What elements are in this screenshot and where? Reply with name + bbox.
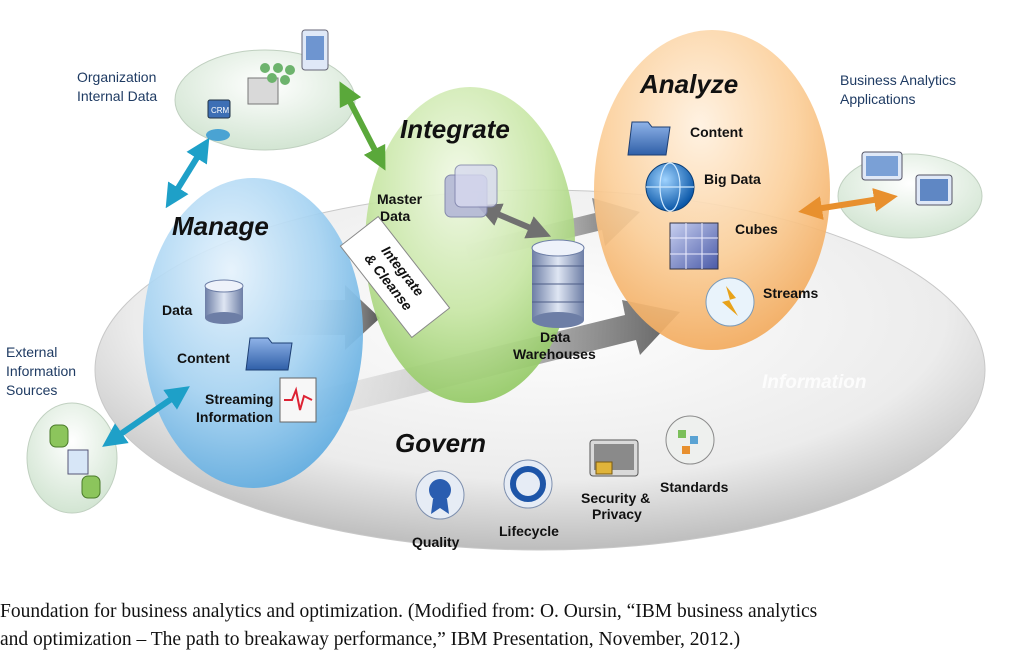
analyze-streams-item: Streams (705, 277, 818, 327)
caption-line-1: Foundation for business analytics and op… (0, 601, 818, 622)
svg-text:Sources: Sources (6, 382, 57, 398)
svg-text:Information: Information (196, 409, 273, 425)
svg-text:Warehouses: Warehouses (513, 346, 596, 362)
analyze-big-data-item: Big Data (645, 162, 761, 212)
svg-text:Quality: Quality (412, 534, 460, 550)
analyze-bubble (594, 30, 830, 350)
integrate-title: Integrate (400, 114, 510, 144)
analyze-content-item: Content (627, 121, 743, 156)
svg-text:Information: Information (6, 363, 76, 379)
manage-streaming-item: Streaming Information (196, 377, 317, 425)
org-to-manage-arrow[interactable] (165, 137, 210, 209)
govern-lifecycle-item: Lifecycle (499, 459, 559, 539)
org-to-integrate-arrow[interactable] (339, 81, 386, 171)
svg-text:Streams: Streams (763, 285, 818, 301)
manage-data-item: Data (162, 279, 244, 324)
organization-internal-data-node: CRM (174, 29, 356, 151)
govern-quality-item: Quality (412, 470, 465, 550)
integrate-warehouse-item: Data Warehouses (513, 239, 596, 362)
information-watermark: Information (762, 372, 867, 393)
svg-text:Lifecycle: Lifecycle (499, 523, 559, 539)
external-to-manage-arrow[interactable] (102, 386, 190, 447)
svg-text:Cubes: Cubes (735, 221, 778, 237)
svg-text:Master: Master (377, 191, 423, 207)
svg-text:Streaming: Streaming (205, 391, 273, 407)
analyze-title: Analyze (639, 69, 738, 99)
organization-internal-data-label: Organization Internal Data (77, 69, 157, 104)
caption-line-2: and optimization – The path to breakaway… (0, 629, 741, 650)
master-to-warehouse-arrow[interactable] (476, 203, 552, 239)
analytics-foundation-diagram: Information CRM Organization Internal Da… (6, 29, 986, 551)
analyze-to-apps-arrow[interactable] (798, 188, 898, 220)
svg-text:Data: Data (162, 302, 193, 318)
integrate-cleanse-banner: Integrate & Cleanse (339, 215, 451, 339)
svg-text:Organization: Organization (77, 69, 156, 85)
govern-security-item: Security & Privacy (581, 439, 650, 522)
business-analytics-apps-label: Business Analytics Applications (840, 72, 956, 107)
svg-text:Applications: Applications (840, 91, 916, 107)
manage-content-item: Content (177, 337, 293, 371)
svg-text:Data: Data (380, 208, 411, 224)
svg-text:Privacy: Privacy (592, 506, 642, 522)
svg-text:Content: Content (177, 350, 230, 366)
svg-text:CRM: CRM (211, 106, 230, 115)
svg-text:Security &: Security & (581, 490, 650, 506)
govern-title: Govern (395, 428, 486, 458)
manage-title: Manage (172, 211, 269, 241)
integrate-master-data-item: Master Data (377, 164, 498, 224)
govern-standards-item: Standards (660, 415, 729, 495)
svg-text:Business Analytics: Business Analytics (840, 72, 956, 88)
svg-text:Content: Content (690, 124, 743, 140)
svg-text:Internal Data: Internal Data (77, 88, 157, 104)
business-analytics-apps-node (837, 151, 983, 239)
figure-caption: Foundation for business analytics and op… (0, 598, 1024, 654)
svg-text:Data: Data (540, 329, 571, 345)
analyze-cubes-item: Cubes (669, 221, 778, 270)
external-sources-label: External Information Sources (6, 344, 76, 398)
svg-text:Standards: Standards (660, 479, 729, 495)
svg-text:External: External (6, 344, 57, 360)
svg-text:Big Data: Big Data (704, 171, 761, 187)
external-sources-node (26, 402, 118, 514)
